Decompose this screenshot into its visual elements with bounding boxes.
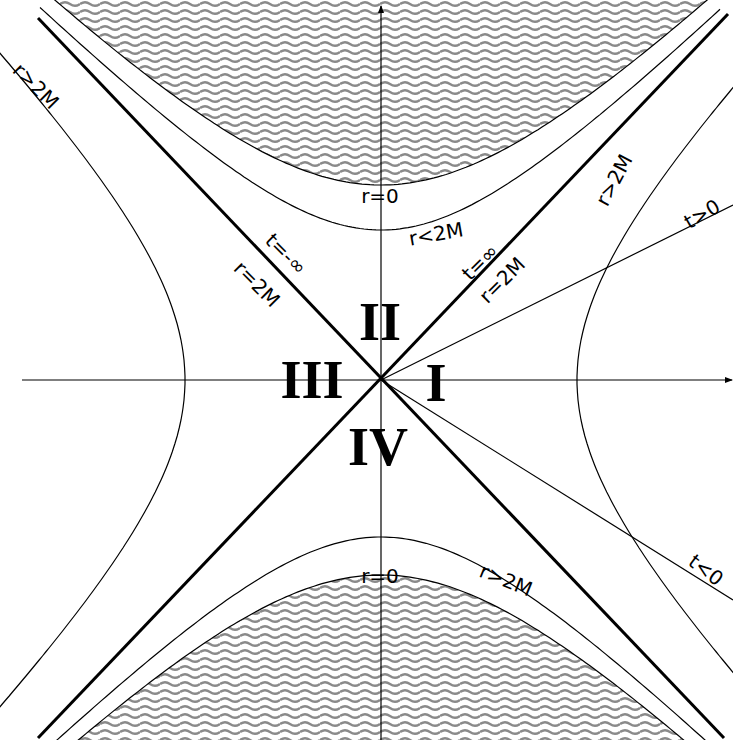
vertical-axis — [380, 6, 381, 740]
region-numeral: II — [359, 295, 401, 349]
singularity-curve — [50, 0, 710, 185]
curve-label: r>2M — [477, 560, 535, 599]
hyperbola-curve — [577, 0, 733, 740]
hyperbola-curve — [30, 537, 730, 740]
region-numeral: III — [280, 353, 343, 407]
curve-label: r=0 — [361, 566, 399, 586]
time-line — [381, 380, 733, 600]
curve-label: t<0 — [685, 551, 727, 589]
curve-label: r>2M — [9, 59, 62, 112]
time-line — [381, 205, 733, 380]
hyperbola-curve — [0, 0, 185, 740]
hyperbola-curve — [40, 8, 720, 231]
curve-label: t=-∞ — [262, 230, 310, 278]
region-numeral: IV — [348, 420, 408, 474]
region-numeral: I — [425, 356, 446, 410]
curve-label: t>0 — [681, 196, 723, 232]
curve-label: r>2M — [592, 151, 635, 209]
singularity-curve — [70, 575, 690, 740]
curve-label: r<2M — [407, 219, 465, 248]
horizon-line — [38, 14, 728, 738]
curve-label: r=0 — [361, 186, 399, 206]
